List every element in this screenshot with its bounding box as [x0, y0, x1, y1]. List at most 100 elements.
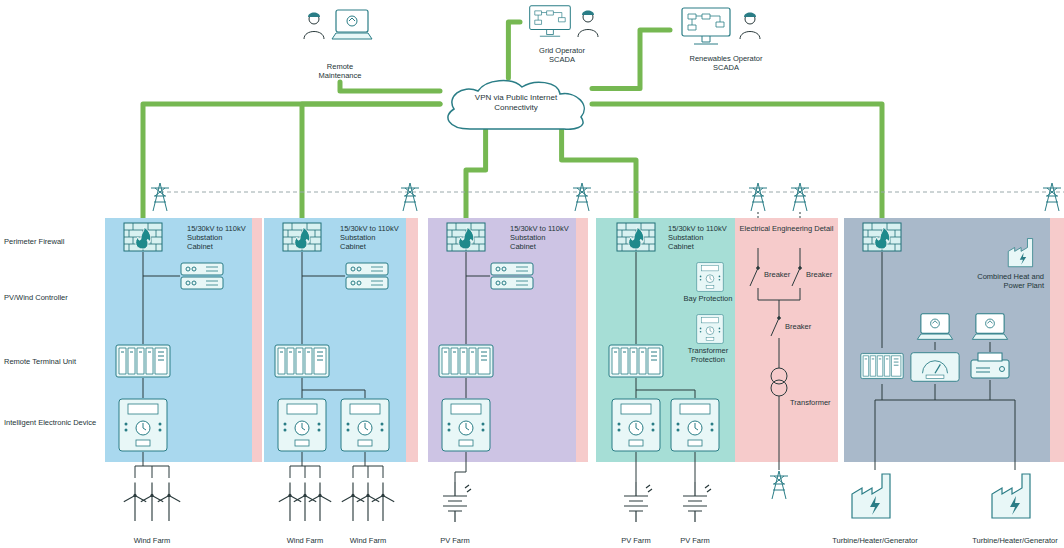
generation-icons: [124, 483, 146, 521]
cabinet-wiring: [135, 252, 180, 478]
cabinet-devices: [283, 223, 321, 251]
generation-icons: [443, 482, 471, 522]
substation-cabinet: 15/30kV to 110kV Substation Cabinet Elect…: [596, 218, 838, 462]
transmission-line: [160, 192, 1064, 193]
diagram-label: Breaker: [785, 322, 817, 331]
operator-icons: [304, 6, 760, 44]
cabinet-devices: [863, 223, 901, 251]
diagram-label: Breaker: [806, 270, 836, 279]
cabinet-devices: [911, 353, 959, 382]
operator-icons: [682, 8, 730, 44]
diagram-label: PV Farm: [670, 536, 720, 545]
breaker-schematic: [758, 212, 800, 218]
breaker-schematic: [757, 267, 760, 270]
breaker-schematic: [750, 212, 801, 470]
cabinet-devices: [917, 314, 952, 340]
cabinet-devices: [697, 263, 724, 292]
breaker-schematic: [778, 317, 781, 320]
cabinet-devices: [971, 353, 1009, 378]
node-label: Electrical Engineering Detail: [739, 224, 834, 233]
substation-cabinet: 15/30kV to 110kV Substation Cabinet: [428, 218, 576, 462]
diagram-label: Remote Terminal Unit: [4, 357, 100, 366]
cabinet-devices: [612, 399, 660, 451]
network-link: [466, 130, 486, 218]
generation-icons: [124, 474, 1030, 522]
node-label: VPN via Public Internet Connectivity: [464, 93, 568, 112]
operator-icons: [530, 6, 571, 36]
cabinet-devices: [617, 223, 655, 251]
diagram-label: Wind Farm: [280, 536, 330, 545]
network-link: [143, 104, 440, 218]
transmission-line: [749, 183, 767, 211]
diagram-label: Wind Farm: [343, 536, 393, 545]
panel-side-strips: [1050, 218, 1064, 462]
node-label: Combined Heat and Power Plant: [958, 272, 1044, 290]
substation-cabinet: 15/30kV to 110kV Substation Cabinet: [105, 218, 252, 462]
operator-station: Remote Maintenance: [300, 0, 380, 82]
breaker-schematic: [771, 368, 787, 384]
cabinet-devices: [491, 263, 533, 289]
operator-icons: [332, 10, 372, 39]
panel-side-strips: [252, 218, 1064, 462]
transmission-line: [1043, 183, 1061, 211]
engineering-detail-panel: Electrical Engineering Detail: [735, 218, 838, 462]
generation-icons: [683, 482, 711, 522]
cabinet-wiring: [135, 252, 1015, 482]
operator-icons: [304, 13, 324, 40]
cabinet-devices: [447, 223, 485, 251]
diagram-label: Transformer: [790, 398, 836, 407]
generation-icons: [294, 483, 316, 521]
cabinet-devices: [116, 345, 170, 377]
network-link: [302, 104, 440, 218]
transmission-line: [151, 183, 169, 211]
network-link: [508, 22, 520, 78]
generation-icons: [141, 483, 163, 521]
operator-station: Renewables Operator SCADA: [670, 0, 780, 92]
cloud-shape: [448, 81, 584, 130]
cabinet-devices: [671, 399, 719, 451]
panel-side-strips: [252, 218, 262, 462]
transmission-line: [401, 183, 419, 211]
panel-side-strips: [406, 218, 418, 462]
node-label: 15/30kV to 110kV Substation Cabinet: [668, 224, 730, 251]
generation-icons: [372, 483, 394, 521]
diagram-label: Turbine/Heater/Generator: [830, 536, 920, 545]
cabinet-devices: [341, 399, 389, 451]
panel-side-strips: [576, 218, 588, 462]
operator-icons: [740, 13, 760, 40]
node-label: Grid Operator SCADA: [532, 46, 592, 64]
breaker-schematic: [771, 380, 787, 396]
cabinet-wiring: [636, 252, 695, 482]
network-link: [592, 30, 670, 88]
generation-icons: [309, 483, 331, 521]
diagram-label: Breaker: [764, 270, 796, 279]
node-label: 15/30kV to 110kV Substation Cabinet: [187, 224, 249, 251]
operator-icons: [578, 11, 598, 38]
chp-plant-panel: Combined Heat and Power Plant: [844, 218, 1050, 462]
breaker-schematic: [750, 248, 800, 470]
cabinet-devices: [181, 263, 223, 289]
transmission-line: [151, 183, 1064, 211]
transmission-line: [573, 183, 591, 211]
node-label: Renewables Operator SCADA: [688, 54, 764, 72]
breaker-schematic: [799, 267, 802, 270]
cabinet-devices: [346, 263, 388, 289]
tower-icon: [770, 471, 788, 499]
generation-icons: [852, 474, 890, 518]
diagram-label: Wind Farm: [127, 536, 177, 545]
generation-icons: [342, 483, 364, 521]
diagram-label: Bay Protection: [682, 294, 734, 303]
diagram-label: Intelligent Electronic Device: [4, 418, 101, 427]
vpn-cloud: VPN via Public Internet Connectivity: [440, 78, 592, 130]
cabinet-wiring: [290, 252, 383, 478]
transmission-line: [791, 183, 809, 211]
cabinet-wiring: [455, 252, 490, 482]
generation-icons: [279, 483, 301, 521]
cabinet-devices: [697, 315, 724, 344]
node-label: 15/30kV to 110kV Substation Cabinet: [510, 224, 572, 251]
diagram-label: PV Farm: [611, 536, 661, 545]
generation-icons: [624, 482, 652, 522]
cabinet-devices: [439, 345, 493, 377]
